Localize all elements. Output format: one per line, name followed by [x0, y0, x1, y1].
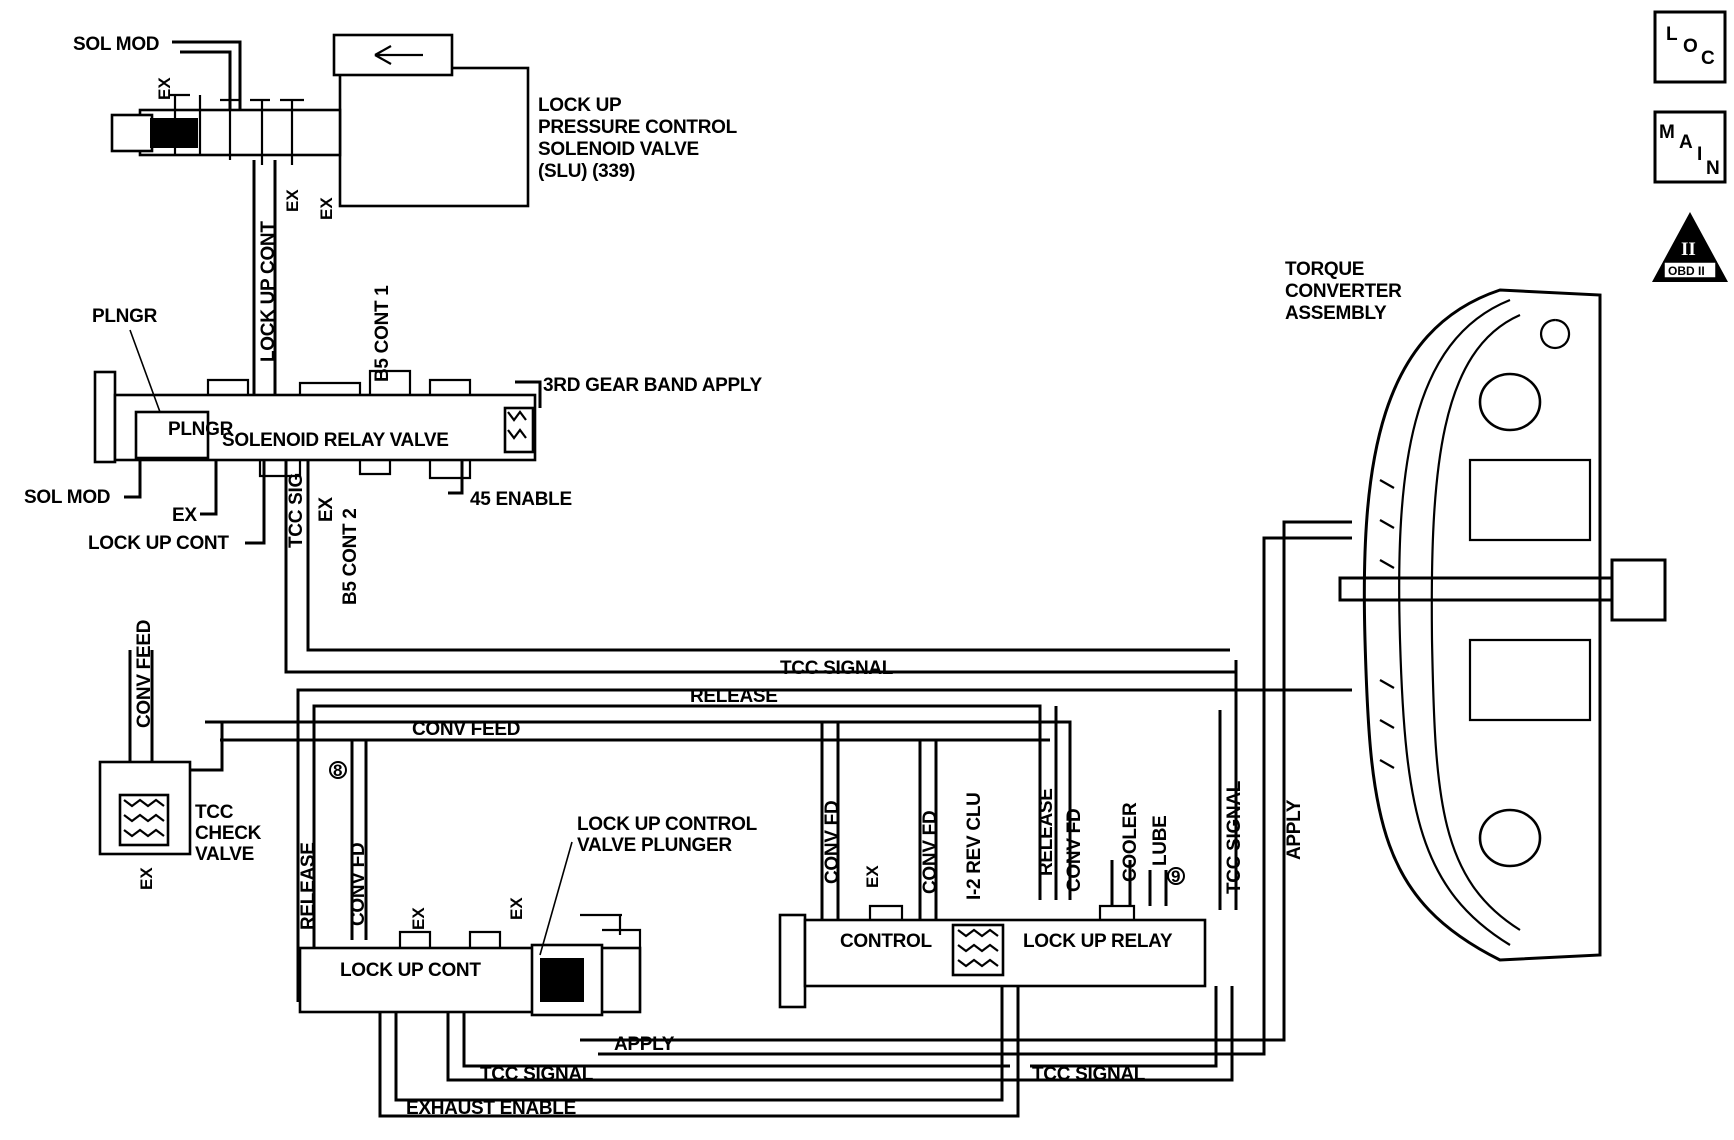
svg-text:VALVE: VALVE: [195, 844, 254, 865]
ex-a-label: EX: [283, 189, 302, 212]
lock-up-control-plunger-label: LOCK UP CONTROL VALVE PLUNGER: [577, 814, 758, 856]
ex-top-label: EX: [155, 77, 174, 100]
plngr-label: PLNGR: [92, 306, 158, 327]
svg-text:A: A: [1679, 132, 1693, 153]
lock-up-cont-vert-label: LOCK UP CONT: [258, 221, 279, 362]
ex-b-label: EX: [317, 197, 336, 220]
release-right-label: RELEASE: [1036, 788, 1057, 876]
conv-feed-line-label: CONV FEED: [412, 719, 520, 740]
third-gear-band-apply-label: 3RD GEAR BAND APPLY: [543, 375, 762, 396]
slu-title: LOCK UP PRESSURE CONTROL SOLENOID VALVE …: [538, 95, 738, 182]
svg-text:I: I: [1697, 144, 1702, 165]
svg-text:M: M: [1659, 122, 1675, 143]
apply-vert-label: APPLY: [1284, 799, 1305, 860]
tcc-signal-bottom-right-label: TCC SIGNAL: [1032, 1064, 1146, 1085]
loc-button[interactable]: L O C: [1653, 10, 1727, 84]
conv-feed-vert-label: CONV FEED: [134, 620, 155, 728]
conv-fd-1-label: CONV FD: [822, 801, 843, 884]
svg-text:CONVERTER: CONVERTER: [1285, 281, 1402, 302]
45-enable-label: 45 ENABLE: [470, 489, 572, 510]
tcc-sig-label: TCC SIG: [286, 473, 307, 548]
lock-up-cont-valve-label: LOCK UP CONT: [340, 960, 481, 981]
slu-solenoid-valve: [110, 33, 530, 208]
conv-feed-line: [205, 720, 1072, 900]
rev-clu-label: I-2 REV CLU: [964, 792, 985, 900]
sol-mod-mid-label: SOL MOD: [24, 487, 110, 508]
lube-label: LUBE: [1150, 815, 1171, 866]
svg-text:II: II: [1681, 239, 1696, 260]
apply-bottom-label: APPLY: [614, 1034, 675, 1055]
obd-ii-button[interactable]: II OBD II: [1652, 212, 1728, 282]
release-top-label: RELEASE: [690, 686, 778, 707]
b5-cont-1-label: B5 CONT 1: [372, 285, 393, 382]
svg-text:O: O: [1683, 36, 1697, 57]
tcc-signal-top-label: TCC SIGNAL: [780, 658, 894, 679]
ex-luc-2-label: EX: [507, 897, 526, 920]
svg-text:C: C: [1701, 48, 1715, 69]
svg-text:N: N: [1706, 158, 1719, 179]
control-relay-valve: [778, 904, 1207, 1009]
control-label: CONTROL: [840, 931, 933, 952]
ex-check-label: EX: [137, 867, 156, 890]
tcc-signal-bottom-line: [446, 986, 1234, 1082]
svg-text:LOCK UP CONTROL: LOCK UP CONTROL: [577, 814, 758, 835]
ex-mid-label: EX: [172, 505, 197, 526]
tcc-check-valve-label: TCC CHECK VALVE: [195, 802, 262, 865]
lock-up-relay-label: LOCK UP RELAY: [1023, 931, 1173, 952]
svg-text:(SLU) (339): (SLU) (339): [538, 161, 635, 182]
exhaust-enable-line: [378, 986, 1020, 1118]
release-left-label: RELEASE: [298, 842, 319, 930]
svg-text:PRESSURE CONTROL: PRESSURE CONTROL: [538, 117, 738, 138]
release-line: [296, 688, 1352, 1002]
ex-relay-label: EX: [316, 497, 337, 522]
tcc-signal-bottom-left-label: TCC SIGNAL: [480, 1064, 594, 1085]
tcc-check-valve: [98, 650, 224, 856]
orifice-8-label: 8: [333, 761, 342, 780]
b5-cont-2-label: B5 CONT 2: [340, 508, 361, 605]
svg-text:LOCK UP: LOCK UP: [538, 95, 622, 116]
lock-up-cont-pipe: [252, 160, 277, 408]
conv-fd-3-label: CONV FD: [1064, 809, 1085, 892]
svg-text:TORQUE: TORQUE: [1285, 259, 1364, 280]
conv-fd-2-label: CONV FD: [920, 811, 941, 894]
torque-converter-assembly: [1338, 288, 1667, 962]
cooler-label: COOLER: [1120, 802, 1141, 882]
svg-text:CHECK: CHECK: [195, 823, 262, 844]
svg-text:L: L: [1666, 24, 1678, 45]
solenoid-relay-valve-label: SOLENOID RELAY VALVE: [222, 430, 449, 451]
lock-up-cont-valve: [298, 913, 642, 1017]
tcc-signal-vert-label: TCC SIGNAL: [1224, 780, 1245, 894]
sol-mod-top-line: [172, 40, 242, 110]
orifice-9-label: 9: [1171, 867, 1180, 886]
apply-line: [580, 520, 1352, 1056]
ex-ctrl-label: EX: [863, 865, 882, 888]
main-button[interactable]: M A I N: [1653, 110, 1727, 184]
solenoid-relay-valve: [93, 369, 537, 480]
svg-text:SOLENOID VALVE: SOLENOID VALVE: [538, 139, 699, 160]
tcc-sig-pipe: [284, 460, 1238, 900]
ex-luc-1-label: EX: [409, 907, 428, 930]
svg-text:ASSEMBLY: ASSEMBLY: [1285, 303, 1387, 324]
exhaust-enable-label: EXHAUST ENABLE: [406, 1098, 576, 1119]
svg-text:OBD II: OBD II: [1668, 264, 1705, 278]
svg-text:VALVE PLUNGER: VALVE PLUNGER: [577, 835, 732, 856]
lock-up-cont-mid-label: LOCK UP CONT: [88, 533, 229, 554]
svg-text:TCC: TCC: [195, 802, 234, 823]
sol-mod-top-label: SOL MOD: [73, 34, 159, 55]
torque-converter-label: TORQUE CONVERTER ASSEMBLY: [1285, 259, 1402, 324]
plngr-text: PLNGR: [168, 419, 234, 440]
